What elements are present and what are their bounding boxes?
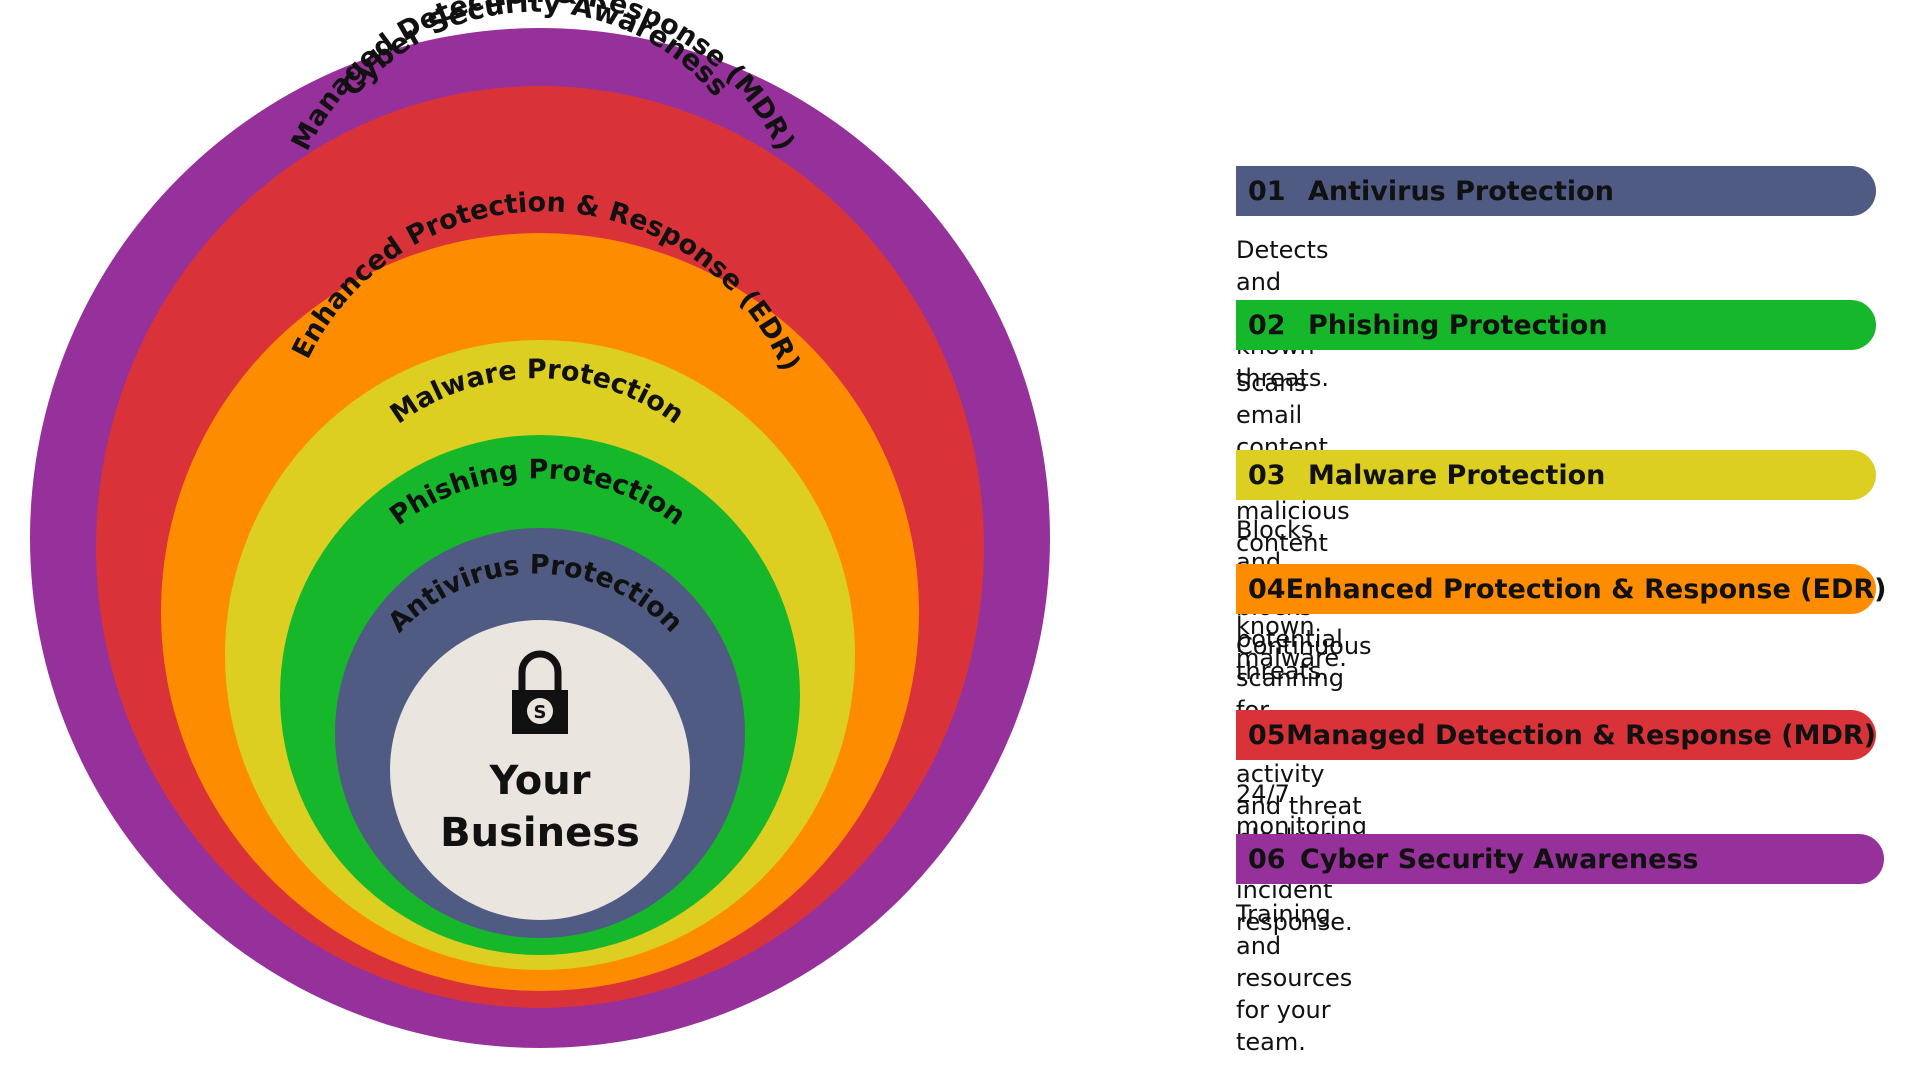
legend-number: 01 [1248,175,1286,207]
legend-number: 06 [1248,843,1286,875]
legend-number: 04 [1248,573,1286,605]
legend-bar-antivirus: 01 Antivirus Protection [1236,166,1876,216]
legend-title: Managed Detection & Response (MDR) [1286,719,1876,751]
legend-bar-malware: 03 Malware Protection [1236,450,1876,500]
legend-bar-edr: 04 Enhanced Protection & Response (EDR) [1236,564,1887,614]
core-label-line1: Your [489,758,591,804]
legend-number: 02 [1248,309,1286,341]
core-your-business: S Your Business [390,620,690,920]
legend-title: Phishing Protection [1308,309,1608,341]
legend-bar-cyber: 06 Cyber Security Awareness [1236,834,1884,884]
legend-title: Antivirus Protection [1308,175,1614,207]
layered-security-diagram: Cyber Security Awareness Managed Detecti… [30,0,1050,1048]
legend-bar-phishing: 02 Phishing Protection [1236,300,1876,350]
core-circle [390,620,690,920]
lock-icon-glyph: S [534,702,547,723]
legend-title: Malware Protection [1308,459,1606,491]
lock-dollar-icon: S [512,650,568,734]
legend-title: Cyber Security Awareness [1300,843,1699,875]
legend-number: 05 [1248,719,1286,751]
core-label-line2: Business [440,810,640,856]
legend-description: Training and resources for your team. [1236,900,1353,1056]
legend-title: Enhanced Protection & Response (EDR) [1285,573,1887,605]
legend-number: 03 [1248,459,1286,491]
legend-bar-mdr: 05 Managed Detection & Response (MDR) [1236,710,1876,760]
